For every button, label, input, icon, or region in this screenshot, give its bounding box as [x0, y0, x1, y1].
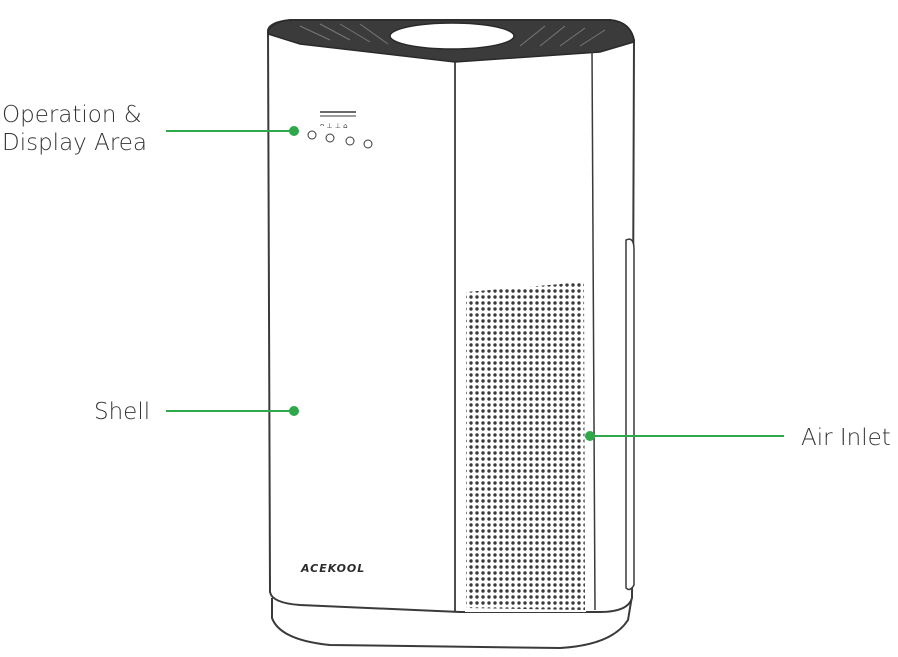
air-inlet-perforation — [466, 282, 585, 610]
control-button-2 — [325, 133, 335, 143]
label-operation-line1: Operation & — [2, 102, 142, 128]
top-center-cap — [389, 22, 515, 50]
control-button-3 — [345, 136, 355, 146]
callout-dot-air-inlet — [585, 431, 595, 441]
control-button-4 — [363, 139, 373, 149]
callout-dot-operation — [289, 126, 299, 136]
svg-text:ᴖ ⊥ ⊥ ⌂: ᴖ ⊥ ⊥ ⌂ — [320, 122, 348, 130]
control-button-1 — [307, 130, 317, 140]
side-handle — [625, 238, 635, 591]
label-air-inlet: Air Inlet — [801, 425, 891, 451]
control-panel: ᴖ ⊥ ⊥ ⌂ — [307, 111, 373, 149]
callout-dot-shell — [289, 406, 299, 416]
side-panel-edge — [591, 49, 596, 611]
label-operation-line2: Display Area — [2, 130, 148, 156]
label-shell: Shell — [94, 399, 151, 425]
grille-slats — [299, 23, 606, 47]
label-operation-display: Operation & Display Area — [2, 101, 147, 157]
brand-logo: ACEKOOL — [301, 562, 366, 575]
callout-lines — [166, 126, 784, 441]
